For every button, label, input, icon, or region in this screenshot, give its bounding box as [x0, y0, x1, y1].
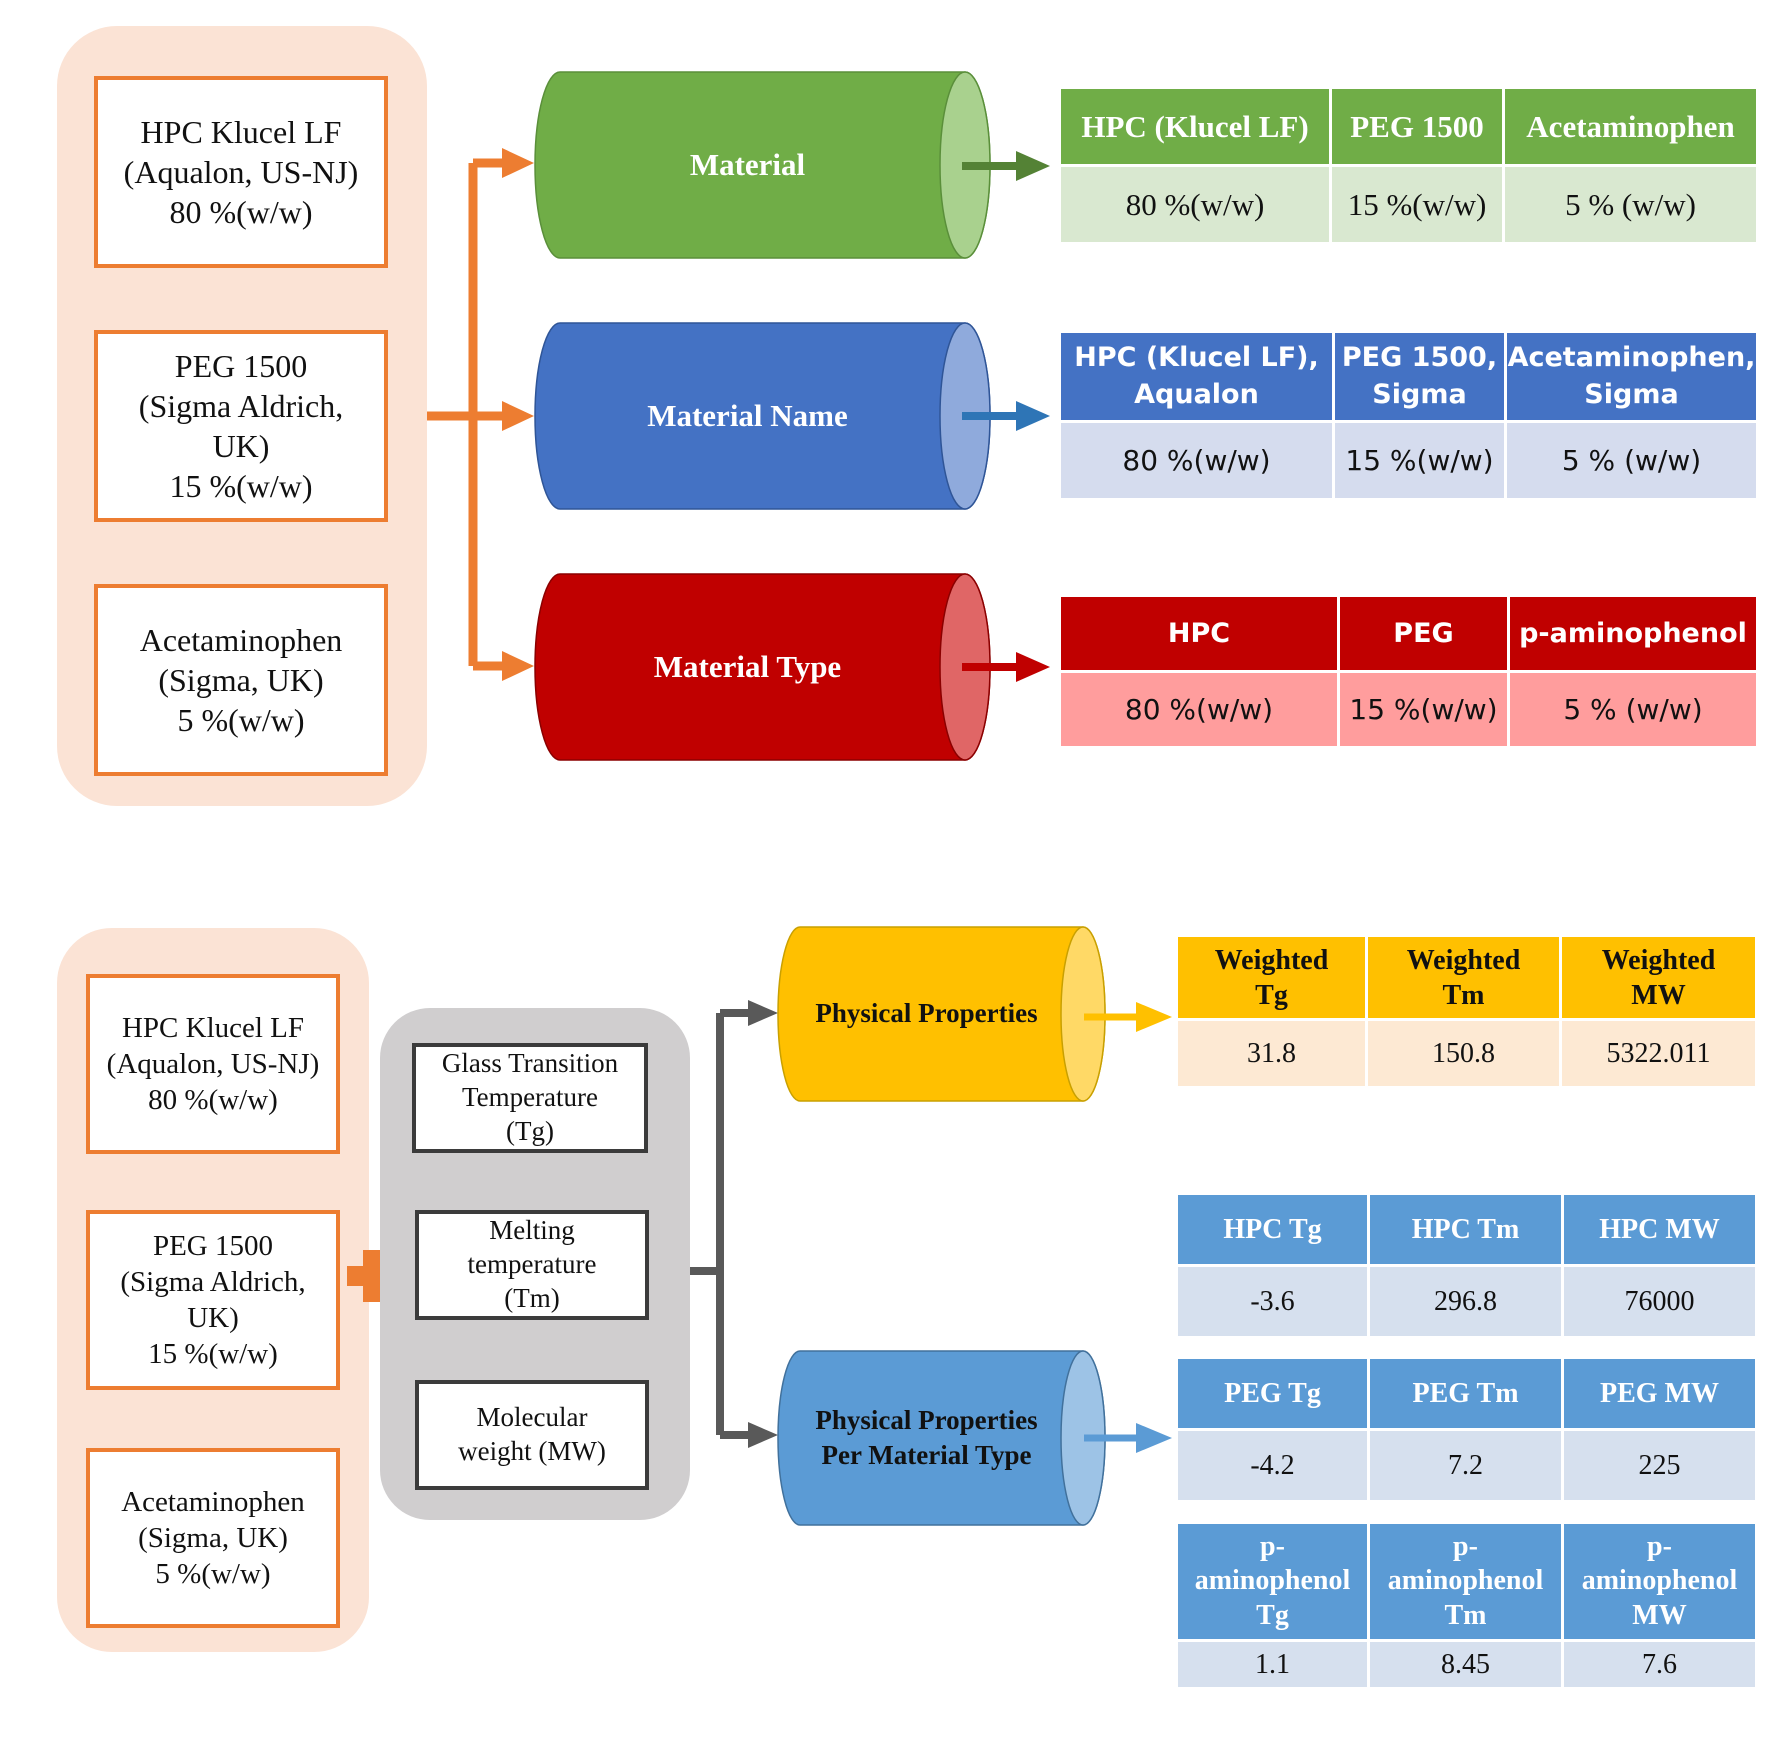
hpc-header-cell: HPC MW [1561, 1192, 1758, 1267]
material-value-cell: 80 %(w/w) [1058, 164, 1332, 245]
top-source-acetaminophen: Acetaminophen(Sigma, UK)5 %(w/w) [94, 584, 388, 776]
material-name-value-cell: 15 %(w/w) [1332, 420, 1507, 501]
hpc-value-cell: -3.6 [1175, 1264, 1370, 1339]
hpc-value-cell: 296.8 [1367, 1264, 1564, 1339]
material-type-header-cell: p-aminophenol [1507, 594, 1759, 673]
top-orange-connector [427, 158, 506, 671]
top-source-peg: PEG 1500(Sigma Aldrich,UK)15 %(w/w) [94, 330, 388, 522]
material-header-cell: HPC (Klucel LF) [1058, 86, 1332, 167]
arrow-material-name-to-table [962, 401, 1050, 431]
material-type-value-cell: 80 %(w/w) [1058, 670, 1340, 749]
peg-value-cell: 7.2 [1367, 1428, 1564, 1503]
cylinder-label-material: Material [689, 146, 806, 182]
peg-value-cell: 225 [1561, 1428, 1758, 1503]
material-value-cell: 5 % (w/w) [1502, 164, 1759, 245]
arrow-physical-to-table [1084, 1002, 1172, 1032]
bottom-source-peg: PEG 1500(Sigma Aldrich,UK)15 %(w/w) [86, 1210, 340, 1390]
p-aminophenol-value-cell: 8.45 [1367, 1639, 1564, 1690]
cylinder-label-physical-properties: Physical Properties [815, 998, 1038, 1029]
material-value-cell: 15 %(w/w) [1329, 164, 1505, 245]
bottom-source-acetaminophen: Acetaminophen(Sigma, UK)5 %(w/w) [86, 1448, 340, 1628]
hpc-header-cell: HPC Tm [1367, 1192, 1564, 1267]
bottom-source-hpc: HPC Klucel LF(Aqualon, US-NJ)80 %(w/w) [86, 974, 340, 1154]
plus-icon-vertical [363, 1250, 383, 1302]
arrow-material-to-table [962, 151, 1050, 181]
peg-properties-table: PEG Tg PEG Tm PEG MW -4.2 7.2 225 [1175, 1356, 1758, 1503]
material-name-value-cell: 80 %(w/w) [1058, 420, 1335, 501]
top-flow-graphics [427, 71, 1050, 761]
p-aminophenol-value-cell: 1.1 [1175, 1639, 1370, 1690]
bottom-flow-graphics [690, 926, 1172, 1526]
peg-header-cell: PEG MW [1561, 1356, 1758, 1431]
arrow-per-type-to-tables [1084, 1423, 1172, 1453]
top-arrow-head-1 [502, 148, 534, 178]
material-header-cell: Acetaminophen [1502, 86, 1759, 167]
material-type-value-cell: 15 %(w/w) [1337, 670, 1510, 749]
material-name-value-cell: 5 % (w/w) [1504, 420, 1759, 501]
peg-header-cell: PEG Tg [1175, 1356, 1370, 1431]
cylinder-physical-properties-per-type [777, 1350, 1106, 1526]
cylinder-material-name [534, 322, 991, 510]
arrow-material-type-to-table [962, 652, 1050, 682]
material-name-header-cell: Acetaminophen,Sigma [1504, 330, 1759, 423]
top-source-hpc: HPC Klucel LF(Aqualon, US-NJ)80 %(w/w) [94, 76, 388, 268]
gray-connector [690, 1009, 752, 1439]
hpc-value-cell: 76000 [1561, 1264, 1758, 1339]
weighted-value-cell: 150.8 [1365, 1018, 1562, 1089]
material-name-table: HPC (Klucel LF),Aqualon PEG 1500,Sigma A… [1058, 330, 1759, 501]
material-type-header-cell: PEG [1337, 594, 1510, 673]
cylinder-label-material-type: Material Type [653, 648, 842, 684]
material-name-header-cell: PEG 1500,Sigma [1332, 330, 1507, 423]
material-type-header-cell: HPC [1058, 594, 1340, 673]
peg-header-cell: PEG Tm [1367, 1356, 1564, 1431]
peg-value-cell: -4.2 [1175, 1428, 1370, 1503]
weighted-value-cell: 31.8 [1175, 1018, 1368, 1089]
material-type-table: HPC PEG p-aminophenol 80 %(w/w) 15 %(w/w… [1058, 594, 1759, 749]
p-aminophenol-value-cell: 7.6 [1561, 1639, 1758, 1690]
top-arrow-head-2 [502, 401, 534, 431]
material-table: HPC (Klucel LF) PEG 1500 Acetaminophen 8… [1058, 86, 1759, 245]
gray-arrow-head-1 [748, 1000, 778, 1026]
weighted-value-cell: 5322.011 [1559, 1018, 1758, 1089]
hpc-header-cell: HPC Tg [1175, 1192, 1370, 1267]
cylinder-label-material-name: Material Name [647, 397, 848, 433]
hpc-properties-table: HPC Tg HPC Tm HPC MW -3.6 296.8 76000 [1175, 1192, 1758, 1339]
material-name-header-cell: HPC (Klucel LF),Aqualon [1058, 330, 1335, 423]
gray-arrow-head-2 [748, 1422, 778, 1448]
top-arrow-head-3 [502, 651, 534, 681]
material-type-value-cell: 5 % (w/w) [1507, 670, 1759, 749]
cylinder-physical-properties [777, 926, 1106, 1102]
material-header-cell: PEG 1500 [1329, 86, 1505, 167]
